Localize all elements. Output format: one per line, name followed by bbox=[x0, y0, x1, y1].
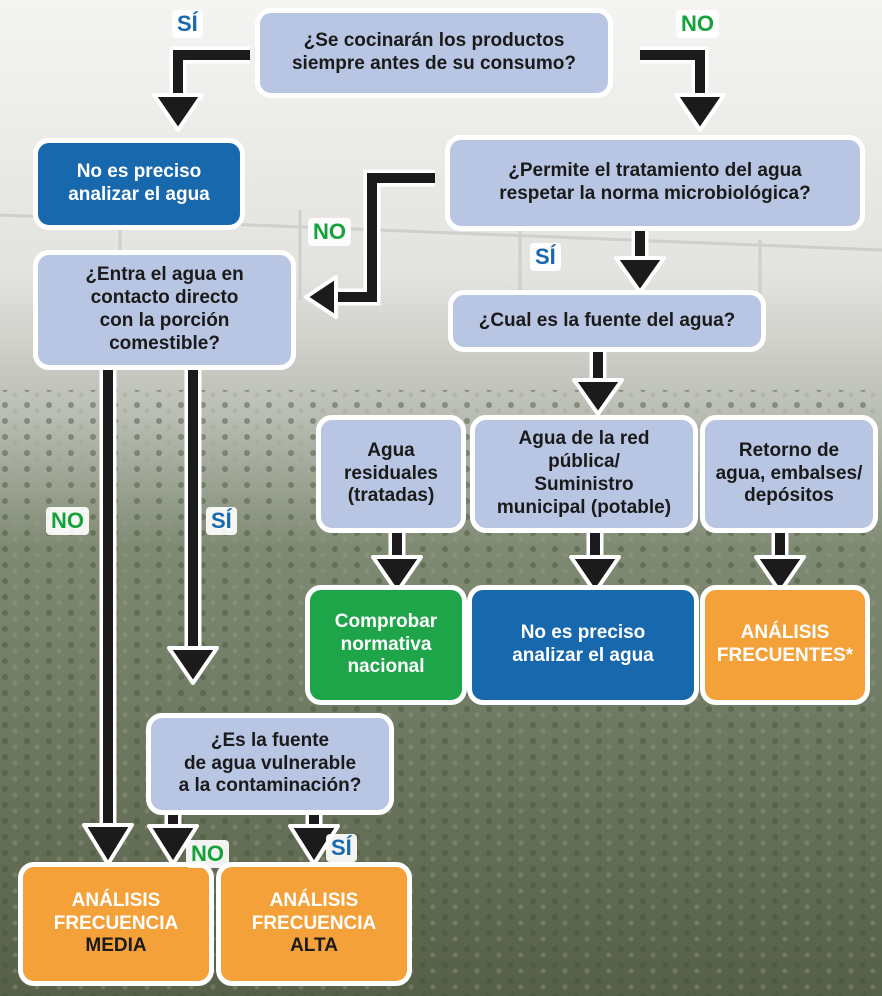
node-text-line: a la contaminación? bbox=[178, 775, 362, 797]
high-freq-level: ALTA bbox=[290, 935, 338, 957]
node-text-line: pública/ bbox=[548, 451, 620, 473]
label-q3-yes: SÍ bbox=[206, 507, 237, 535]
label-q2-yes: SÍ bbox=[530, 243, 561, 271]
medium-freq-line-2: FRECUENCIA bbox=[53, 912, 179, 934]
node-text-line: ¿Se cocinarán los productos bbox=[303, 30, 565, 52]
node-text-line: ¿Entra el agua en bbox=[85, 264, 244, 286]
node-text-line: No es preciso bbox=[520, 622, 646, 644]
node-text-line: de agua vulnerable bbox=[183, 752, 357, 774]
node-text-line: nacional bbox=[347, 656, 425, 678]
node-text-line: depósitos bbox=[744, 485, 834, 507]
label-q5-yes: SÍ bbox=[326, 834, 357, 862]
node-text-line: agua, embalses/ bbox=[715, 462, 863, 484]
medium-freq-level: MEDIA bbox=[85, 935, 147, 957]
node-text-line: Agua bbox=[367, 439, 415, 461]
node-text-line: ANÁLISIS bbox=[740, 622, 830, 644]
label-q1-yes: SÍ bbox=[172, 10, 203, 38]
label-q2-no: NO bbox=[308, 218, 351, 246]
node-text-line: ¿Permite el tratamiento del agua bbox=[508, 160, 802, 182]
node-text-line: comestible? bbox=[109, 332, 220, 354]
node-text-line: contacto directo bbox=[90, 287, 239, 309]
node-text-line: Retorno de bbox=[738, 439, 840, 461]
result-high-frequency-analysis: ANÁLISIS FRECUENCIA ALTA bbox=[216, 862, 412, 986]
node-text-line: Suministro bbox=[534, 474, 634, 495]
high-freq-line-2: FRECUENCIA bbox=[251, 912, 377, 934]
node-text-line: siempre antes de su consumo? bbox=[291, 53, 577, 74]
node-text-line: FRECUENTES* bbox=[716, 645, 854, 666]
node-text-line: residuales bbox=[344, 462, 438, 484]
label-q5-no: NO bbox=[186, 840, 229, 868]
node-text-line: normativa bbox=[340, 633, 432, 655]
high-freq-line-1: ANÁLISIS bbox=[269, 889, 359, 911]
node-text-line: respetar la norma microbiológica? bbox=[499, 183, 811, 204]
question-water-source: ¿Cual es la fuente del agua? bbox=[448, 290, 766, 352]
node-text-line: municipal (potable) bbox=[496, 496, 672, 518]
node-text-line: No es preciso bbox=[76, 161, 202, 183]
node-text-line: ¿Cual es la fuente del agua? bbox=[478, 309, 736, 331]
result-medium-frequency-analysis: ANÁLISIS FRECUENCIA MEDIA bbox=[18, 862, 214, 986]
node-text-line: Comprobar bbox=[334, 610, 438, 632]
label-q3-no: NO bbox=[46, 507, 89, 535]
node-text-line: con la porción bbox=[99, 310, 230, 331]
node-text-line: analizar el agua bbox=[68, 184, 210, 205]
node-text-line: analizar el agua bbox=[512, 645, 654, 666]
node-text-line: ¿Es la fuente bbox=[210, 729, 330, 751]
node-text-line: Agua de la red bbox=[518, 428, 650, 450]
node-text-line: (tratadas) bbox=[347, 485, 435, 507]
medium-freq-line-1: ANÁLISIS bbox=[71, 889, 161, 911]
label-q1-no: NO bbox=[676, 10, 719, 38]
